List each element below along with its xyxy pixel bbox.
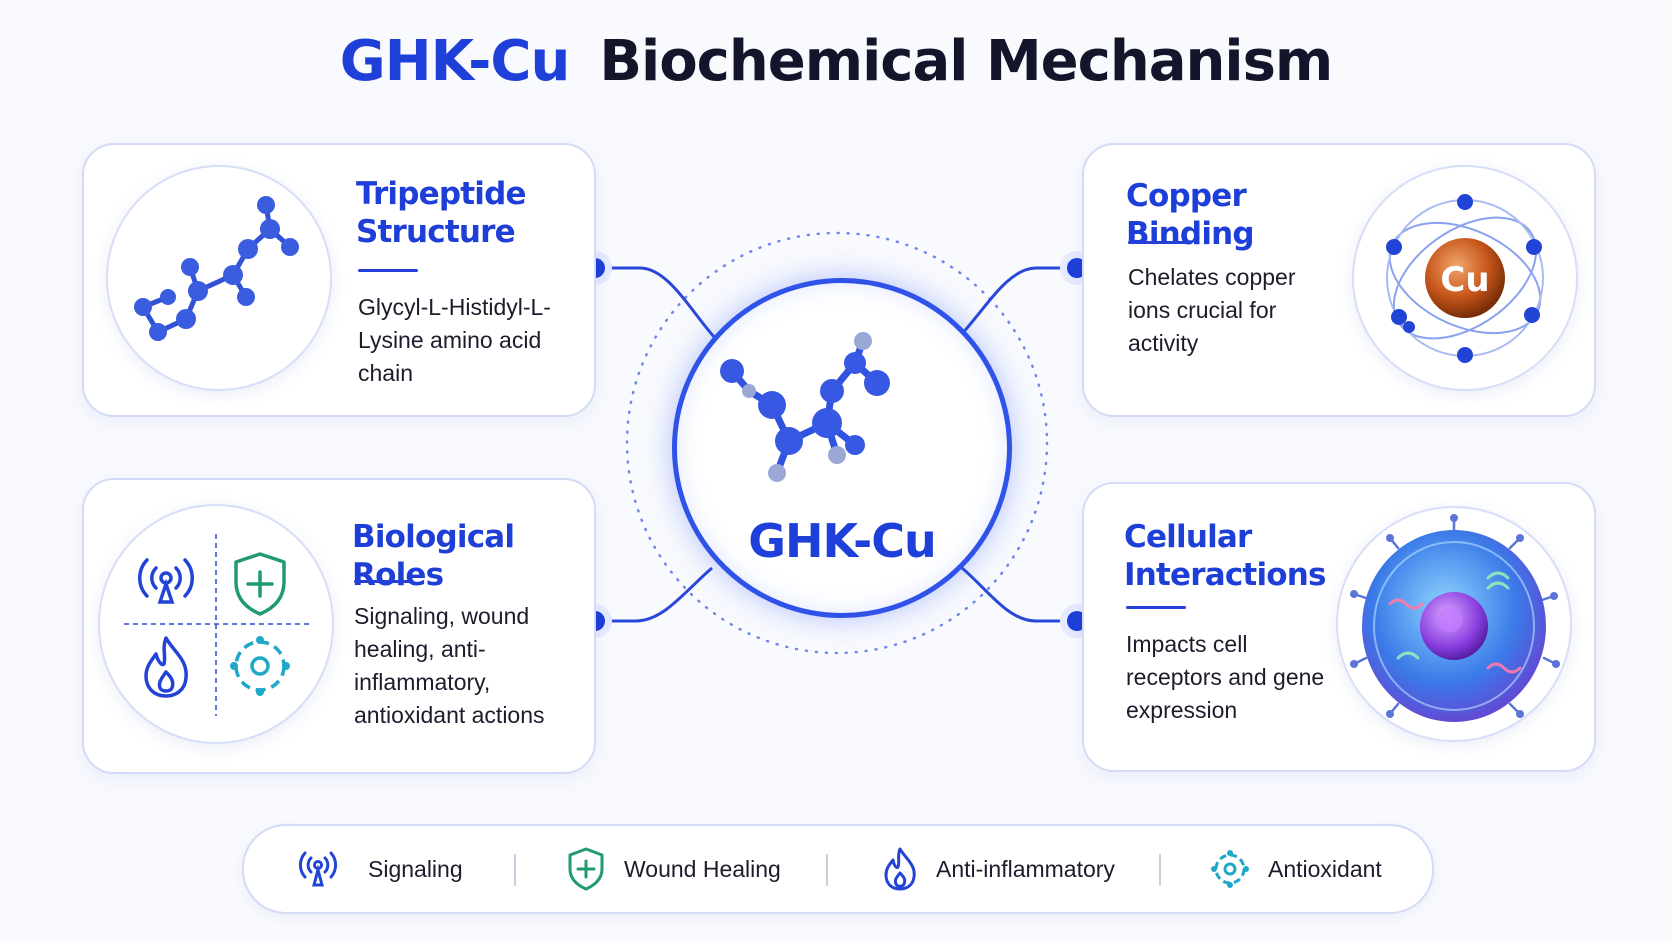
- card-desc-cellular: Impacts cell receptors and gene expressi…: [1126, 631, 1325, 723]
- legend-label-anti-inflammatory: Anti-inflammatory: [936, 856, 1115, 882]
- tripeptide-molecule-icon: [134, 196, 299, 341]
- legend-separator: [826, 854, 828, 886]
- cell-thumbnail: [1336, 506, 1572, 742]
- signal-antenna-icon: [298, 851, 338, 887]
- card-title-copper: Copper Binding: [1126, 178, 1255, 252]
- card-title-tripeptide: Tripeptide Structure: [356, 176, 527, 250]
- dotted-orbit: [625, 231, 1049, 655]
- title-accent: GHK-Cu: [339, 29, 571, 94]
- card-rule: [1126, 606, 1186, 609]
- connector-roles: [595, 566, 713, 623]
- card-biological-roles: Biological Roles Signaling, wound healin…: [82, 478, 596, 774]
- card-title-roles: Biological Roles: [352, 519, 515, 593]
- copper-atom-icon: Cu: [1386, 194, 1544, 363]
- card-rule: [358, 269, 418, 272]
- ghk-cu-molecule-icon: [720, 332, 890, 482]
- cell-icon: [1350, 514, 1560, 722]
- title-main: Biochemical Mechanism: [599, 29, 1333, 94]
- center-label: GHK-Cu: [748, 514, 937, 568]
- legend-separator: [514, 854, 516, 886]
- legend-item-signaling: Signaling: [294, 826, 464, 912]
- page-title: GHK-Cu Biochemical Mechanism: [0, 22, 1672, 102]
- legend-label-antioxidant: Antioxidant: [1268, 856, 1382, 882]
- copper-atom-thumbnail: Cu: [1352, 165, 1578, 391]
- legend-item-wound-healing: Wound Healing: [562, 826, 802, 912]
- flame-icon: [884, 847, 916, 891]
- card-copper-binding: Copper Binding Chelates copper ions cruc…: [1082, 143, 1596, 417]
- shield-plus-icon: [568, 847, 604, 891]
- legend-label-signaling: Signaling: [368, 856, 463, 882]
- card-cellular-interactions: Cellular Interactions Impacts cell recep…: [1082, 482, 1596, 772]
- gear-cycle-icon: [1211, 850, 1249, 888]
- legend-label-wound-healing: Wound Healing: [624, 856, 781, 882]
- signal-antenna-icon: [138, 558, 194, 604]
- card-desc-copper: Chelates copper ions crucial for activit…: [1128, 264, 1296, 356]
- card-rule: [1128, 241, 1188, 244]
- tripeptide-thumbnail: [106, 165, 332, 391]
- connector-copper: [958, 266, 1077, 338]
- gear-cycle-icon: [234, 640, 286, 692]
- card-title-cellular: Cellular Interactions: [1124, 519, 1327, 593]
- biological-roles-thumbnail: [98, 504, 334, 744]
- connector-cellular: [961, 566, 1077, 623]
- shield-plus-icon: [234, 552, 286, 616]
- connector-tripeptide: [595, 266, 717, 339]
- legend-bar: Signaling Wound Healing Anti-inflammator…: [242, 824, 1434, 914]
- center-hub: GHK-Cu: [672, 278, 1012, 618]
- card-tripeptide-structure: Tripeptide Structure Glycyl-L-Histidyl-L…: [82, 143, 596, 417]
- card-desc-roles: Signaling, wound healing, anti-inflammat…: [354, 603, 545, 728]
- card-rule: [354, 580, 414, 583]
- legend-item-antioxidant: Antioxidant: [1206, 826, 1406, 912]
- legend-item-anti-inflammatory: Anti-inflammatory: [876, 826, 1136, 912]
- flame-icon: [144, 636, 188, 698]
- roles-grid-icon: [124, 534, 310, 716]
- copper-atom-label: Cu: [1440, 260, 1489, 300]
- card-desc-tripeptide: Glycyl-L-Histidyl-L-Lysine amino acid ch…: [358, 294, 551, 386]
- legend-separator: [1159, 854, 1161, 886]
